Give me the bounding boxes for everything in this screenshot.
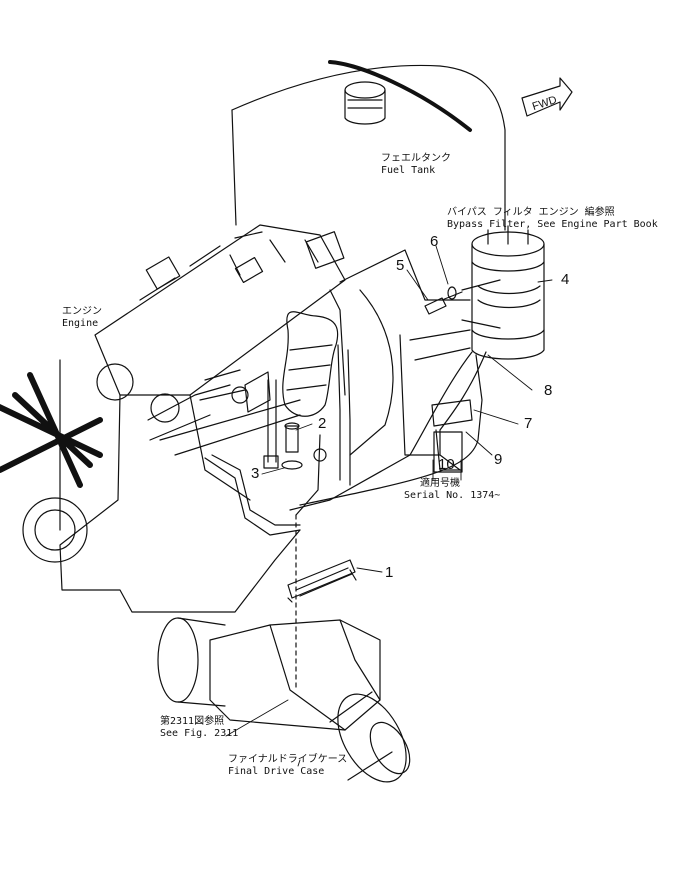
strainer xyxy=(263,311,339,470)
fuel-tank xyxy=(231,60,506,231)
final-drive-case xyxy=(157,617,411,783)
leader-lines xyxy=(225,245,553,767)
callout-1: 1 xyxy=(385,564,394,581)
bypass-filter-label-jp: バイパス フィルタ エンジン 編参照 xyxy=(447,207,615,218)
fuel-tank-label-jp: フェエルタンク xyxy=(381,153,451,164)
callout-10: 10 xyxy=(438,456,455,473)
bypass-filter-label-en: Bypass Filter, See Engine Part Book xyxy=(447,219,658,230)
callout-8: 8 xyxy=(544,382,553,399)
final-drive-label-en: Final Drive Case xyxy=(228,766,325,777)
callout-3: 3 xyxy=(251,465,260,482)
bolt-washer xyxy=(424,286,463,315)
callout-6: 6 xyxy=(430,233,439,250)
serial-label-jp: 適用号機 xyxy=(420,478,460,489)
callout-4: 4 xyxy=(561,271,570,288)
serial-label-en: Serial No. 1374~ xyxy=(404,490,501,501)
callout-2: 2 xyxy=(318,415,327,432)
engine xyxy=(0,224,346,613)
see-fig-label-jp: 第2311図参照 xyxy=(160,716,225,727)
bypass-filter xyxy=(461,225,545,360)
frame xyxy=(339,249,471,456)
hoses xyxy=(204,344,487,691)
fittings xyxy=(431,399,473,473)
engine-label-en: Engine xyxy=(62,318,99,329)
fwd-arrow: FWD xyxy=(521,77,573,117)
callout-7: 7 xyxy=(524,415,533,432)
engine-label-jp: エンジン xyxy=(62,306,102,317)
callout-9: 9 xyxy=(494,451,503,468)
bracket xyxy=(287,559,357,603)
fwd-label: FWD xyxy=(531,94,559,113)
fuel-tank-label-en: Fuel Tank xyxy=(381,165,436,176)
final-drive-label-jp: ファイナルドライブケース xyxy=(228,754,348,765)
see-fig-label-en: See Fig. 2311 xyxy=(160,728,239,739)
callout-5: 5 xyxy=(396,257,405,274)
